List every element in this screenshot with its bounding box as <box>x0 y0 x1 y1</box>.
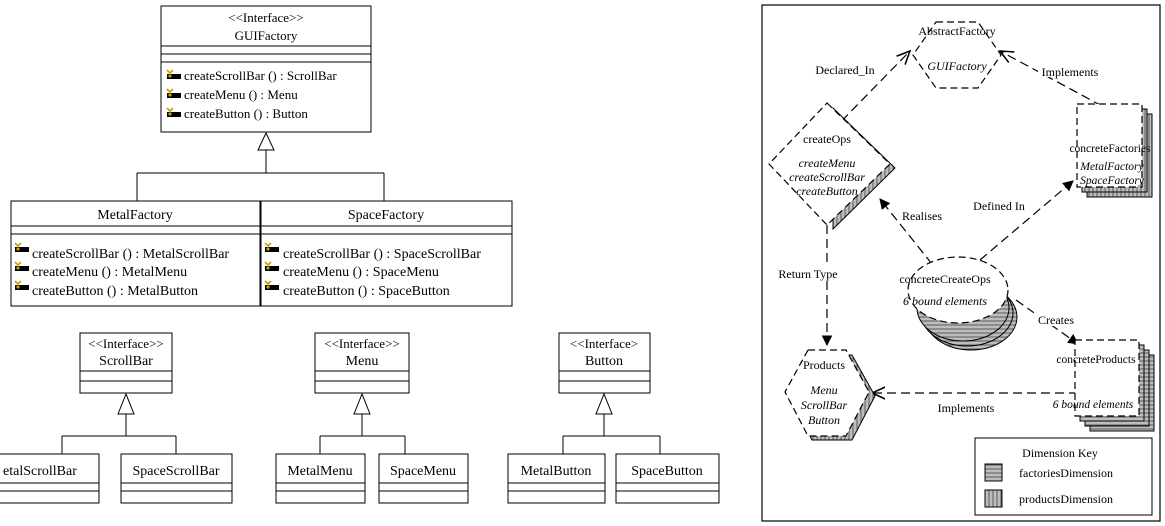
create-ops-node[interactable]: createOps createMenu createScrollBar cre… <box>768 102 896 231</box>
space-button-name: SpaceButton <box>631 464 703 479</box>
concrete-products-value: 6 bound elements <box>1053 399 1134 411</box>
metal-menu-class[interactable]: MetalMenu <box>275 453 366 504</box>
gui-factory-op: createMenu () : Menu <box>184 87 298 102</box>
edge-labels: Declared_In Implements Realises Defined … <box>774 63 1102 415</box>
concrete-create-ops-label: concreteCreateOps <box>899 272 991 286</box>
space-scrollbar-class[interactable]: SpaceScrollBar <box>120 453 233 504</box>
button-generalization <box>562 392 661 454</box>
metal-scrollbar-name: etalScrollBar <box>3 464 77 479</box>
defined-in-label: Defined In <box>973 199 1025 213</box>
products-dimension-swatch <box>984 489 1003 508</box>
gui-factory-op: createButton () : Button <box>184 106 308 121</box>
metal-button-class[interactable]: MetalButton <box>507 453 606 504</box>
scrollbar-name: ScrollBar <box>99 354 153 369</box>
button-interface[interactable]: <<Interface> Button <box>558 332 651 394</box>
factory-generalization <box>136 131 385 201</box>
metal-menu-name: MetalMenu <box>287 464 352 479</box>
metal-factory-op: createButton () : MetalButton <box>32 284 198 299</box>
defined-in-edge <box>979 180 1074 261</box>
menu-interface[interactable]: <<Interface>> Menu <box>314 332 410 394</box>
metal-factory-class[interactable]: MetalFactory createScrollBar () : MetalS… <box>10 200 261 307</box>
space-scrollbar-name: SpaceScrollBar <box>132 464 219 479</box>
uml-class-diagram: <<Interface>> GUIFactory createScrollBar… <box>0 5 720 504</box>
factories-dimension-label: factoriesDimension <box>1019 466 1113 480</box>
creates-label: Creates <box>1038 313 1074 327</box>
gui-factory-class[interactable]: <<Interface>> GUIFactory createScrollBar… <box>160 5 372 133</box>
space-factory-op: createScrollBar () : SpaceScrollBar <box>283 247 481 262</box>
products-value: Button <box>808 413 840 427</box>
abstract-factory-label: AbstractFactory <box>918 24 995 38</box>
metal-button-name: MetalButton <box>521 464 592 479</box>
declared-in-label: Declared_In <box>815 63 874 77</box>
concrete-factories-value: MetalFactory <box>1079 161 1144 173</box>
gui-factory-stereotype: <<Interface>> <box>228 10 304 25</box>
abstract-factory-value: GUIFactory <box>927 59 987 73</box>
concrete-products-label: concreteProducts <box>1056 354 1136 366</box>
implements-bottom-label: Implements <box>938 401 995 415</box>
edges <box>821 51 1103 393</box>
space-button-class[interactable]: SpaceButton <box>615 453 720 504</box>
concrete-create-ops-value: 6 bound elements <box>903 294 987 308</box>
button-name: Button <box>585 354 623 369</box>
concrete-products-node[interactable]: concreteProducts 6 bound elements <box>1053 339 1155 432</box>
gui-factory-name: GUIFactory <box>235 28 298 43</box>
dimension-key-title: Dimension Key <box>1022 446 1098 460</box>
menu-name: Menu <box>346 354 379 369</box>
space-factory-name: SpaceFactory <box>348 208 424 223</box>
create-ops-label: createOps <box>803 132 851 146</box>
concrete-factories-value: SpaceFactory <box>1080 175 1145 187</box>
implements-top-edge <box>1000 51 1103 107</box>
return-type-label: Return Type <box>778 267 837 281</box>
metal-scrollbar-class[interactable]: etalScrollBar <box>0 453 100 504</box>
metal-factory-op: createMenu () : MetalMenu <box>32 265 187 280</box>
metal-factory-name: MetalFactory <box>97 208 172 223</box>
products-node[interactable]: Products Menu ScrollBar Button <box>784 349 876 441</box>
menu-generalization <box>319 392 406 454</box>
dimension-key: Dimension Key factoriesDimension product… <box>974 437 1153 516</box>
concrete-factories-node[interactable]: concreteFactories MetalFactory SpaceFact… <box>1069 103 1153 198</box>
implements-top-label: Implements <box>1042 65 1099 79</box>
space-menu-name: SpaceMenu <box>390 464 456 479</box>
menu-stereotype: <<Interface>> <box>324 336 400 351</box>
create-ops-value: createScrollBar <box>789 170 865 184</box>
create-ops-value: createButton <box>796 184 858 198</box>
space-menu-class[interactable]: SpaceMenu <box>378 453 469 504</box>
concrete-factories-label: concreteFactories <box>1069 143 1151 155</box>
space-factory-op: createButton () : SpaceButton <box>283 284 450 299</box>
metal-factory-op: createScrollBar () : MetalScrollBar <box>32 247 229 262</box>
products-label: Products <box>803 358 845 372</box>
products-value: ScrollBar <box>801 398 848 412</box>
create-ops-value: createMenu <box>799 156 856 170</box>
scrollbar-stereotype: <<Interface>> <box>88 336 164 351</box>
space-factory-op: createMenu () : SpaceMenu <box>283 265 439 280</box>
button-stereotype: <<Interface> <box>570 336 638 351</box>
space-factory-class[interactable]: SpaceFactory createScrollBar () : SpaceS… <box>260 200 513 307</box>
factories-dimension-swatch <box>984 463 1003 482</box>
products-dimension-label: productsDimension <box>1019 492 1113 506</box>
products-value: Menu <box>809 383 837 397</box>
abstract-factory-node[interactable]: AbstractFactory GUIFactory <box>912 21 1002 89</box>
gui-factory-op: createScrollBar () : ScrollBar <box>184 68 337 83</box>
scrollbar-interface[interactable]: <<Interface>> ScrollBar <box>79 332 173 394</box>
realises-label: Realises <box>902 209 942 223</box>
creates-edge <box>1015 299 1079 345</box>
concrete-create-ops-node[interactable]: concreteCreateOps 6 bound elements <box>899 256 1018 351</box>
scrollbar-generalization <box>61 392 177 454</box>
